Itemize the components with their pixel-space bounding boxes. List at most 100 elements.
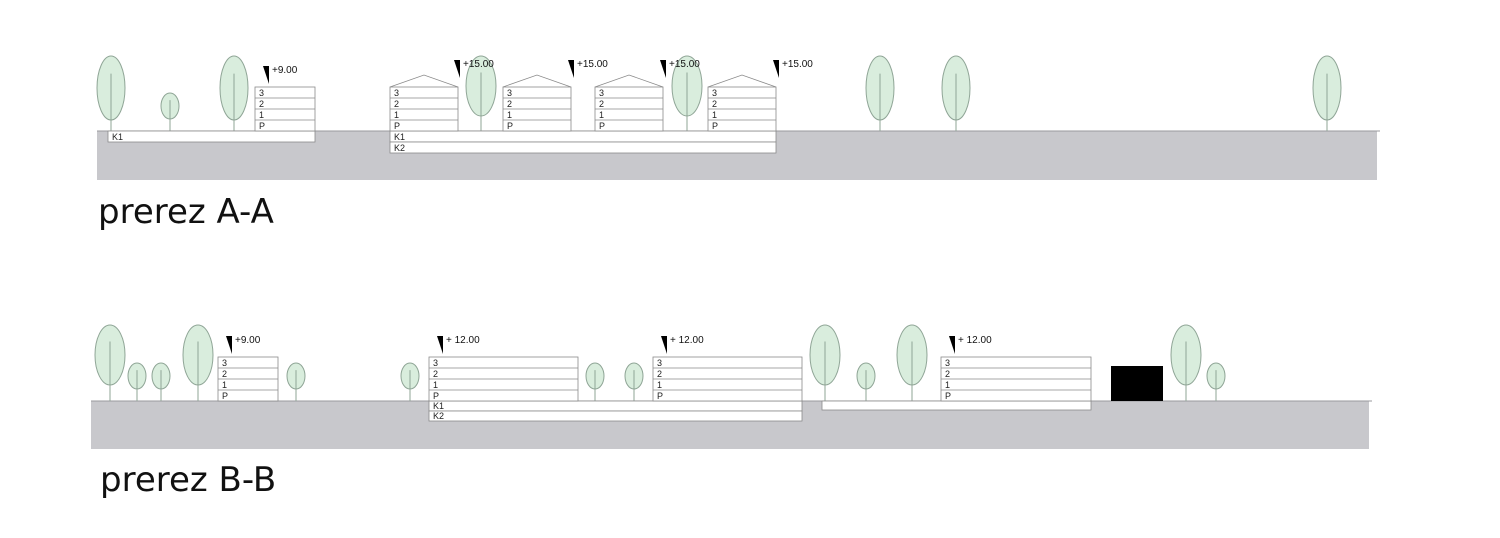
floor-label: 1 (599, 110, 604, 120)
floor-label: 2 (259, 99, 264, 109)
tree (96, 55, 126, 131)
elevation-label: +9.00 (272, 65, 298, 76)
tree (94, 324, 126, 401)
floor-label: 2 (222, 369, 227, 379)
floor-label: 1 (657, 380, 662, 390)
basement-outline (428, 400, 803, 412)
tree (219, 55, 249, 131)
tree (941, 55, 971, 131)
basement-level (821, 400, 1092, 411)
floor-label: 2 (433, 369, 438, 379)
floor-label: P (945, 391, 951, 401)
elevation-marker-icon (660, 60, 666, 78)
elevation-marker-icon (454, 60, 460, 78)
tree (286, 362, 306, 401)
tree (151, 362, 171, 401)
tree (400, 362, 420, 401)
elevation-marker-icon (773, 60, 779, 78)
elevation-marker: + 12.00 (437, 335, 480, 354)
floor-label: 2 (394, 99, 399, 109)
elevation-marker: +9.00 (263, 65, 298, 84)
floor-label: P (712, 121, 718, 131)
elevation-marker-icon (437, 336, 443, 354)
floor-label: 2 (507, 99, 512, 109)
basement-label: K1 (394, 132, 405, 142)
elevation-label: + 12.00 (446, 335, 480, 346)
elevation-marker-icon (661, 336, 667, 354)
elevation-marker-icon (263, 66, 269, 84)
floor-label: 3 (222, 358, 227, 368)
basement-label: K2 (394, 143, 405, 153)
floor-label: 1 (222, 380, 227, 390)
elevation-marker: +15.00 (773, 59, 813, 78)
floor-label: P (433, 391, 439, 401)
floor-label: 1 (259, 110, 264, 120)
elevation-marker: + 12.00 (949, 335, 992, 354)
tree (809, 324, 841, 401)
floor-label: 3 (945, 358, 950, 368)
tree (585, 362, 605, 401)
basement-level: K1 (389, 130, 777, 143)
tree (160, 92, 180, 131)
basement-outline (821, 400, 1092, 411)
elevation-marker-icon (568, 60, 574, 78)
floor-label: 2 (945, 369, 950, 379)
elevation-label: +15.00 (463, 59, 494, 70)
elevation-label: +15.00 (669, 59, 700, 70)
tree (896, 324, 928, 401)
basement-outline (107, 130, 316, 143)
elevation-label: + 12.00 (670, 335, 704, 346)
floor-label: P (507, 121, 513, 131)
tree (1170, 324, 1202, 401)
floor-label: P (394, 121, 400, 131)
floor-label: 1 (712, 110, 717, 120)
solid-block (1111, 366, 1163, 401)
floor-label: 1 (507, 110, 512, 120)
tree (127, 362, 147, 401)
elevation-marker-icon (226, 336, 232, 354)
floor-label: 1 (945, 380, 950, 390)
roof-line (594, 74, 664, 88)
basement-outline (389, 130, 777, 143)
floor-label: 1 (394, 110, 399, 120)
basement-level: K1 (428, 400, 803, 412)
elevation-marker-icon (949, 336, 955, 354)
basement-level: K2 (389, 141, 777, 154)
floor-label: P (657, 391, 663, 401)
basement-outline (428, 410, 803, 422)
tree (1312, 55, 1342, 131)
section-title-a: prerez A-A (98, 192, 274, 232)
floor-label: 1 (433, 380, 438, 390)
basement-level: K1 (107, 130, 316, 143)
elevation-label: +15.00 (577, 59, 608, 70)
elevation-marker: + 12.00 (661, 335, 704, 354)
floor-label: 3 (394, 88, 399, 98)
floor-label: P (222, 391, 228, 401)
elevation-label: +15.00 (782, 59, 813, 70)
basement-label: K2 (433, 411, 444, 421)
elevation-marker: +15.00 (454, 59, 494, 78)
floor-label: 3 (433, 358, 438, 368)
floor-label: 2 (599, 99, 604, 109)
floor-label: 2 (712, 99, 717, 109)
tree (624, 362, 644, 401)
roof-line (502, 74, 572, 88)
floor-label: 3 (507, 88, 512, 98)
floor-label: 3 (599, 88, 604, 98)
floor-label: 2 (657, 369, 662, 379)
floor-label: P (259, 121, 265, 131)
roof-line (707, 74, 777, 88)
basement-label: K1 (112, 132, 123, 142)
floor-label: 3 (657, 358, 662, 368)
tree (1206, 362, 1226, 401)
elevation-marker: +9.00 (226, 335, 261, 354)
